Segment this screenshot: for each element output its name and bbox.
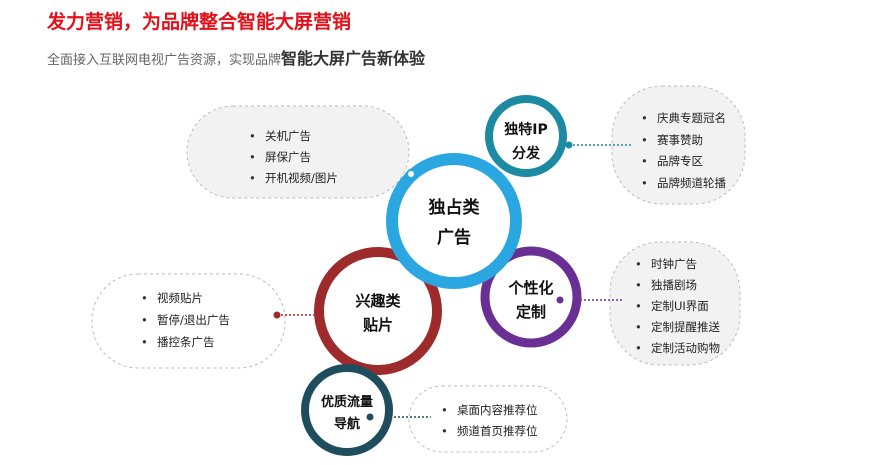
list-item: 暂停/退出广告 bbox=[141, 309, 237, 331]
ip-dot bbox=[565, 141, 573, 149]
custom-dot bbox=[556, 296, 564, 304]
page-subtitle: 全面接入互联网电视广告资源，实现品牌智能大屏广告新体验 bbox=[47, 45, 425, 69]
list-item: 庆典专题冠名 bbox=[641, 108, 726, 130]
ip-label-line2: 分发 bbox=[512, 146, 540, 162]
interest-dot bbox=[273, 311, 281, 319]
list-item: 视频贴片 bbox=[141, 287, 237, 309]
interest-label-line2: 贴片 bbox=[362, 316, 393, 334]
custom-list: 时钟广告 独播剧场 定制UI界面 定制提醒推送 定制活动购物 bbox=[635, 254, 720, 359]
subtitle-prefix: 全面接入互联网电视广告资源，实现品牌 bbox=[47, 53, 282, 68]
ip-ring bbox=[485, 95, 567, 177]
custom-ring bbox=[480, 246, 582, 348]
list-item: 品牌专区 bbox=[641, 151, 726, 173]
ip-list: 庆典专题冠名 赛事赞助 品牌专区 品牌频道轮播 bbox=[641, 108, 726, 194]
traffic-list: 桌面内容推荐位 频道首页推荐位 bbox=[441, 400, 538, 442]
list-item: 屏保广告 bbox=[249, 147, 338, 168]
list-item: 定制UI界面 bbox=[635, 296, 720, 317]
traffic-label-line2: 导航 bbox=[333, 417, 360, 432]
list-item: 时钟广告 bbox=[635, 254, 720, 275]
list-item: 播控条广告 bbox=[141, 331, 237, 353]
traffic-label-line1: 优质流量 bbox=[320, 395, 373, 410]
exclusive-dot bbox=[406, 169, 416, 179]
page-title: 发力营销，为品牌整合智能大屏营销 bbox=[47, 11, 352, 33]
ip-label-line1: 独特IP bbox=[504, 122, 548, 138]
custom-label-line2: 定制 bbox=[515, 303, 546, 321]
list-item: 独播剧场 bbox=[635, 275, 720, 296]
center-label-line1: 独占类 bbox=[428, 198, 480, 218]
traffic-dot bbox=[366, 413, 374, 421]
list-item: 定制活动购物 bbox=[635, 338, 720, 359]
list-item: 频道首页推荐位 bbox=[441, 421, 538, 442]
subtitle-emphasis: 智能大屏广告新体验 bbox=[281, 49, 426, 68]
center-label: 独占类 广告 bbox=[404, 193, 504, 253]
list-item: 关机广告 bbox=[249, 126, 338, 147]
interest-label-line1: 兴趣类 bbox=[355, 292, 401, 310]
interest-ring bbox=[314, 247, 442, 375]
ip-label: 独特IP 分发 bbox=[491, 118, 561, 166]
list-item: 赛事赞助 bbox=[641, 130, 726, 152]
center-ring bbox=[386, 153, 522, 289]
center-label-line2: 广告 bbox=[437, 228, 471, 248]
traffic-ring bbox=[301, 364, 393, 456]
custom-label: 个性化 定制 bbox=[491, 276, 571, 324]
interest-list: 视频贴片 暂停/退出广告 播控条广告 bbox=[141, 287, 237, 353]
list-item: 品牌频道轮播 bbox=[641, 173, 726, 195]
traffic-label: 优质流量 导航 bbox=[307, 392, 387, 436]
interest-label: 兴趣类 贴片 bbox=[338, 289, 418, 337]
list-item: 桌面内容推荐位 bbox=[441, 400, 538, 421]
custom-label-line1: 个性化 bbox=[508, 279, 554, 297]
list-item: 定制提醒推送 bbox=[635, 317, 720, 338]
exclusive-list: 关机广告 屏保广告 开机视频/图片 bbox=[249, 126, 338, 189]
list-item: 开机视频/图片 bbox=[249, 168, 338, 189]
